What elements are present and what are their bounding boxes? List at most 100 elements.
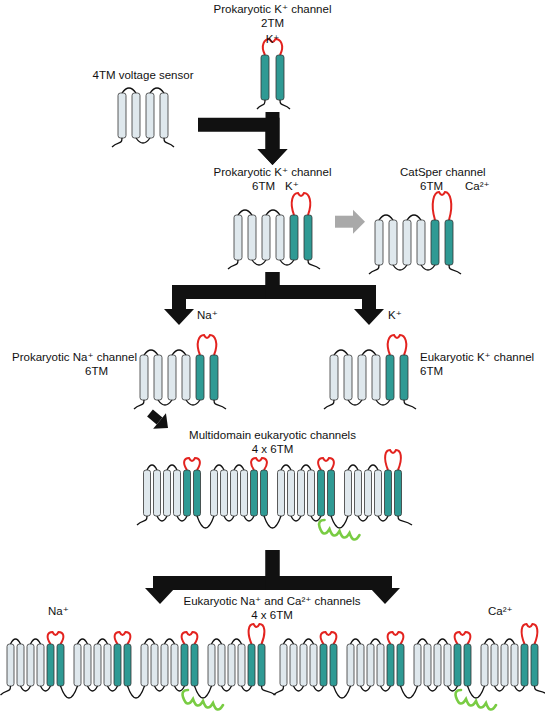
channel-label: 6TM — [420, 179, 443, 193]
pore-loop — [433, 192, 452, 220]
pore-helix — [184, 470, 191, 516]
inactivation-loop — [456, 690, 496, 710]
sensor-helix — [308, 470, 315, 516]
sensor-helix — [290, 644, 297, 686]
extracellular-loop — [371, 639, 381, 644]
intracellular-loop — [361, 686, 371, 691]
terminal-tail — [449, 265, 461, 274]
pore-loop — [198, 335, 217, 355]
pore-helix — [454, 644, 461, 686]
sensor-helix — [345, 470, 352, 516]
sensor-helix — [262, 215, 270, 260]
channel-illustration — [10, 325, 225, 413]
arrow-shaft — [179, 272, 273, 309]
sensor-helix — [280, 644, 287, 686]
arrow-head — [258, 149, 288, 165]
pore-helix — [328, 470, 335, 516]
pore-helix — [464, 644, 471, 686]
linker-loop — [128, 686, 145, 698]
intracellular-loop — [155, 686, 165, 691]
terminal-tail — [164, 138, 174, 147]
pore-helix — [57, 644, 64, 686]
extracellular-loop — [232, 639, 242, 644]
intracellular-loop — [294, 686, 304, 691]
linker-loop — [401, 686, 418, 698]
intracellular-loop — [376, 400, 390, 405]
voltage-sensor: 4TM voltage sensor — [88, 68, 198, 158]
intracellular-loop — [378, 516, 388, 521]
sensor-helix — [27, 644, 34, 686]
linker-loop — [334, 686, 351, 698]
extracellular-loop — [438, 639, 448, 644]
sensor-helix — [161, 644, 168, 686]
sensor-helix — [228, 644, 235, 686]
linker-loop — [468, 686, 485, 698]
linker-loop — [331, 516, 348, 528]
extracellular-loop — [165, 639, 175, 644]
channel-label: K⁺ — [285, 179, 299, 193]
inactivation-loop — [183, 690, 223, 710]
intracellular-loop — [252, 260, 266, 265]
extracellular-loop — [167, 465, 177, 470]
pore-helix — [397, 644, 404, 686]
linker-loop — [195, 686, 212, 698]
channel-label: 4TM voltage sensor — [88, 68, 198, 82]
sensor-helix — [367, 644, 374, 686]
intracellular-loop — [186, 400, 200, 405]
pore-loop — [182, 632, 198, 644]
pore-helix — [318, 470, 325, 516]
intracellular-loop — [41, 686, 51, 691]
extracellular-loop — [304, 639, 314, 644]
sensor-helix — [434, 644, 441, 686]
pore-helix — [196, 355, 204, 400]
sensor-helix — [377, 644, 384, 686]
extracellular-loop — [301, 465, 311, 470]
extracellular-loop — [418, 639, 428, 644]
channel-label: 4 x 6TM — [130, 442, 415, 456]
pore-helix — [385, 470, 392, 516]
figure-label: 4 x 6TM — [182, 608, 362, 622]
sensor-helix — [300, 644, 307, 686]
sensor-helix — [511, 644, 518, 686]
pore-helix — [290, 215, 298, 260]
arrow-shaft — [335, 216, 353, 228]
channel-illustration — [88, 68, 198, 158]
sensor-helix — [375, 220, 383, 265]
pore-helix — [248, 644, 255, 686]
channel-illustration — [273, 604, 545, 708]
sensor-helix — [238, 644, 245, 686]
channel-label: Eukaryotic K⁺ channel — [420, 350, 534, 364]
channel-6tm: Prokaryotic Na⁺ channel6TM — [10, 325, 225, 413]
intracellular-loop — [108, 686, 118, 691]
sensor-helix — [278, 470, 285, 516]
pore-helix — [431, 220, 439, 265]
channel-label: CatSper channel — [400, 165, 486, 179]
sensor-helix — [221, 470, 228, 516]
channel-label: K⁺ — [200, 32, 345, 46]
extracellular-loop — [407, 215, 421, 220]
intracellular-loop — [515, 686, 525, 691]
terminal-tail — [398, 516, 412, 525]
sensor-helix — [144, 470, 151, 516]
sensor-helix — [234, 215, 242, 260]
sensor-helix — [151, 644, 158, 686]
intracellular-loop — [136, 138, 150, 143]
channel-label: Na⁺ — [48, 604, 69, 618]
sensor-helix — [168, 355, 176, 400]
sensor-helix — [501, 644, 508, 686]
intracellular-loop — [224, 516, 234, 521]
sensor-helix — [288, 470, 295, 516]
sensor-helix — [118, 93, 126, 138]
extracellular-loop — [147, 465, 157, 470]
pore-helix — [261, 55, 269, 100]
channel-illustration — [0, 604, 272, 708]
extracellular-loop — [145, 639, 155, 644]
sensor-helix — [140, 355, 148, 400]
arrow-head — [145, 588, 175, 604]
flow-arrow — [164, 272, 273, 325]
pore-helix — [194, 470, 201, 516]
sensor-helix — [248, 215, 256, 260]
intracellular-loop — [242, 686, 252, 691]
extracellular-loop — [150, 88, 164, 93]
